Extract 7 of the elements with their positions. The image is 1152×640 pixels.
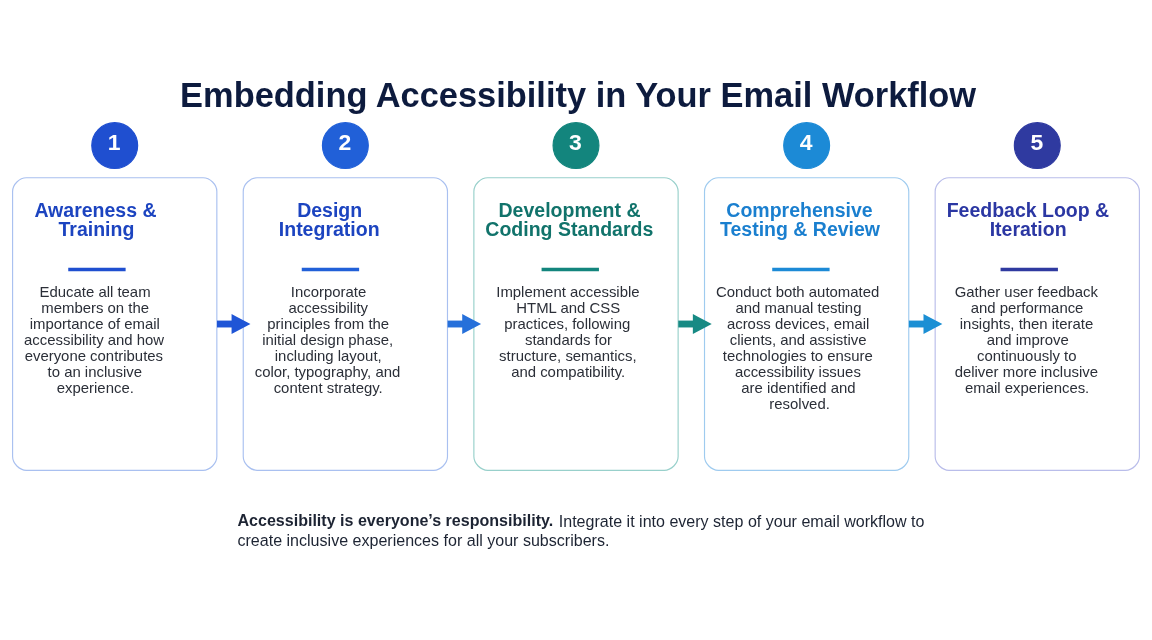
diagram-title: Embedding Accessibility in Your Email Workflow xyxy=(180,75,977,114)
node-circle: 5 xyxy=(1013,122,1061,170)
node-circle: 4 xyxy=(783,122,831,170)
node-circle: 2 xyxy=(321,122,369,170)
node-circle: 3 xyxy=(552,122,600,170)
label: Accessibility is everyone’s responsibility. Integrate it into every step of your email workflow to create inclusive experiences for all your subscribers. xyxy=(237,510,925,550)
node-circle: 1 xyxy=(91,122,139,170)
